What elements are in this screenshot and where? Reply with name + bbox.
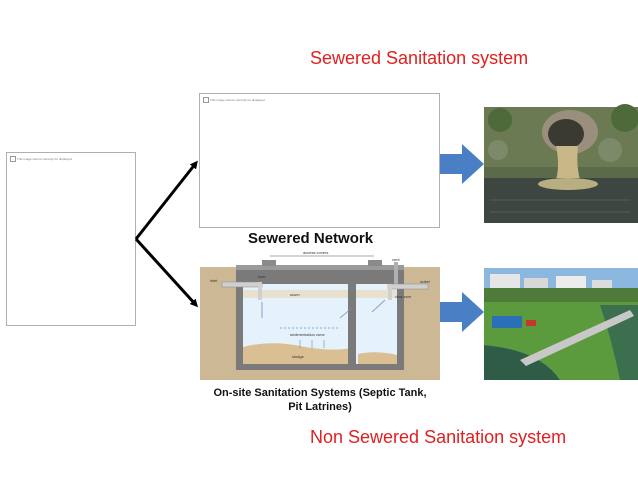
onsite-caption-line1: On-site Sanitation Systems (Septic Tank, bbox=[213, 387, 427, 399]
label-clear-zone: clear zone bbox=[395, 295, 411, 299]
label-riser: riser bbox=[258, 274, 266, 279]
arrow-to-sewered bbox=[134, 160, 198, 240]
lid bbox=[236, 265, 404, 270]
label-sludge: sludge bbox=[292, 354, 305, 359]
blue-tank-icon bbox=[492, 316, 522, 328]
non-sewered-title: Non Sewered Sanitation system bbox=[310, 427, 567, 447]
broken-image-icon: This image cannot currently be displayed… bbox=[203, 97, 265, 103]
label-outlet: outlet bbox=[420, 279, 431, 284]
vent-pipe bbox=[394, 262, 398, 286]
blue-arrow-bottom bbox=[440, 292, 484, 332]
partition-wall bbox=[348, 283, 356, 364]
sewered-network-image-placeholder: This image cannot currently be displayed… bbox=[199, 93, 440, 228]
blue-arrow-top bbox=[440, 144, 484, 184]
access-cover-right bbox=[368, 260, 382, 266]
label-inlet: inlet bbox=[210, 278, 218, 283]
sludge-layer bbox=[243, 343, 352, 364]
label-access-covers: access covers bbox=[303, 250, 328, 255]
access-cover-left bbox=[262, 260, 276, 266]
left-image-placeholder: This image cannot currently be displayed… bbox=[6, 152, 136, 326]
arrow-to-onsite bbox=[134, 237, 199, 308]
label-vent: vent bbox=[392, 257, 400, 262]
sewered-network-label: Sewered Network bbox=[248, 230, 374, 247]
label-sedimentation-zone: sedimentation zone bbox=[290, 332, 325, 337]
sludge-layer-2 bbox=[358, 352, 397, 364]
onsite-caption: On-site Sanitation Systems (Septic Tank,… bbox=[200, 386, 440, 414]
onsite-caption-line2: Pit Latrines) bbox=[288, 401, 352, 413]
scum-layer bbox=[243, 290, 397, 298]
broken-image-icon: This image cannot currently be displayed… bbox=[10, 156, 72, 162]
sewered-title: Sewered Sanitation system bbox=[310, 48, 529, 68]
label-scum: scum bbox=[290, 292, 300, 297]
